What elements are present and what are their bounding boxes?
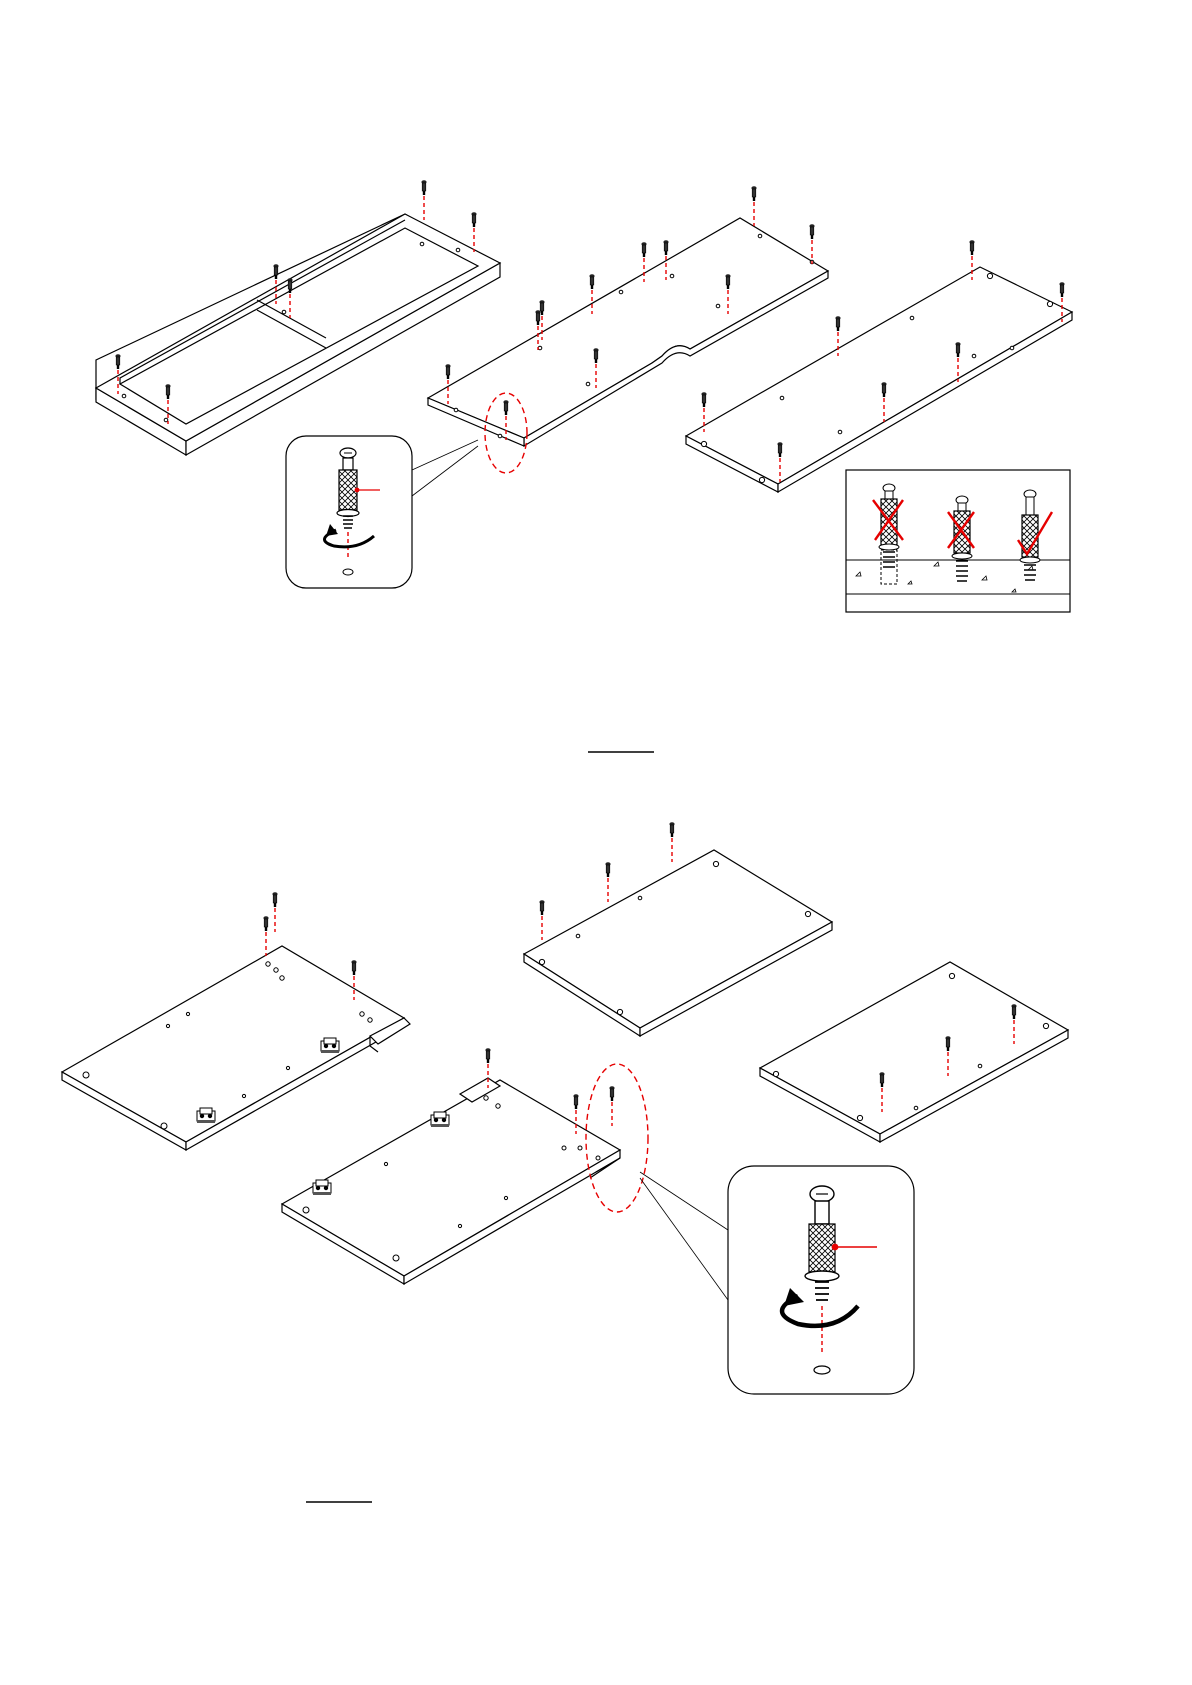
correct-depth-inset [846, 470, 1070, 612]
hinge-icon [197, 1108, 215, 1123]
top-small-panel [524, 822, 832, 1036]
center-hinge-panel [282, 1048, 648, 1284]
detail-callout [640, 1166, 914, 1394]
bottom-assembly-step [62, 822, 1068, 1502]
detail-callout [286, 436, 478, 588]
left-hinge-panel [62, 892, 410, 1150]
top-assembly-step [96, 180, 1072, 752]
right-small-panel [760, 962, 1068, 1142]
hinge-icon [321, 1038, 339, 1053]
frame-panel [96, 180, 500, 455]
hinge-icon [431, 1112, 449, 1127]
hinge-icon [313, 1180, 331, 1195]
